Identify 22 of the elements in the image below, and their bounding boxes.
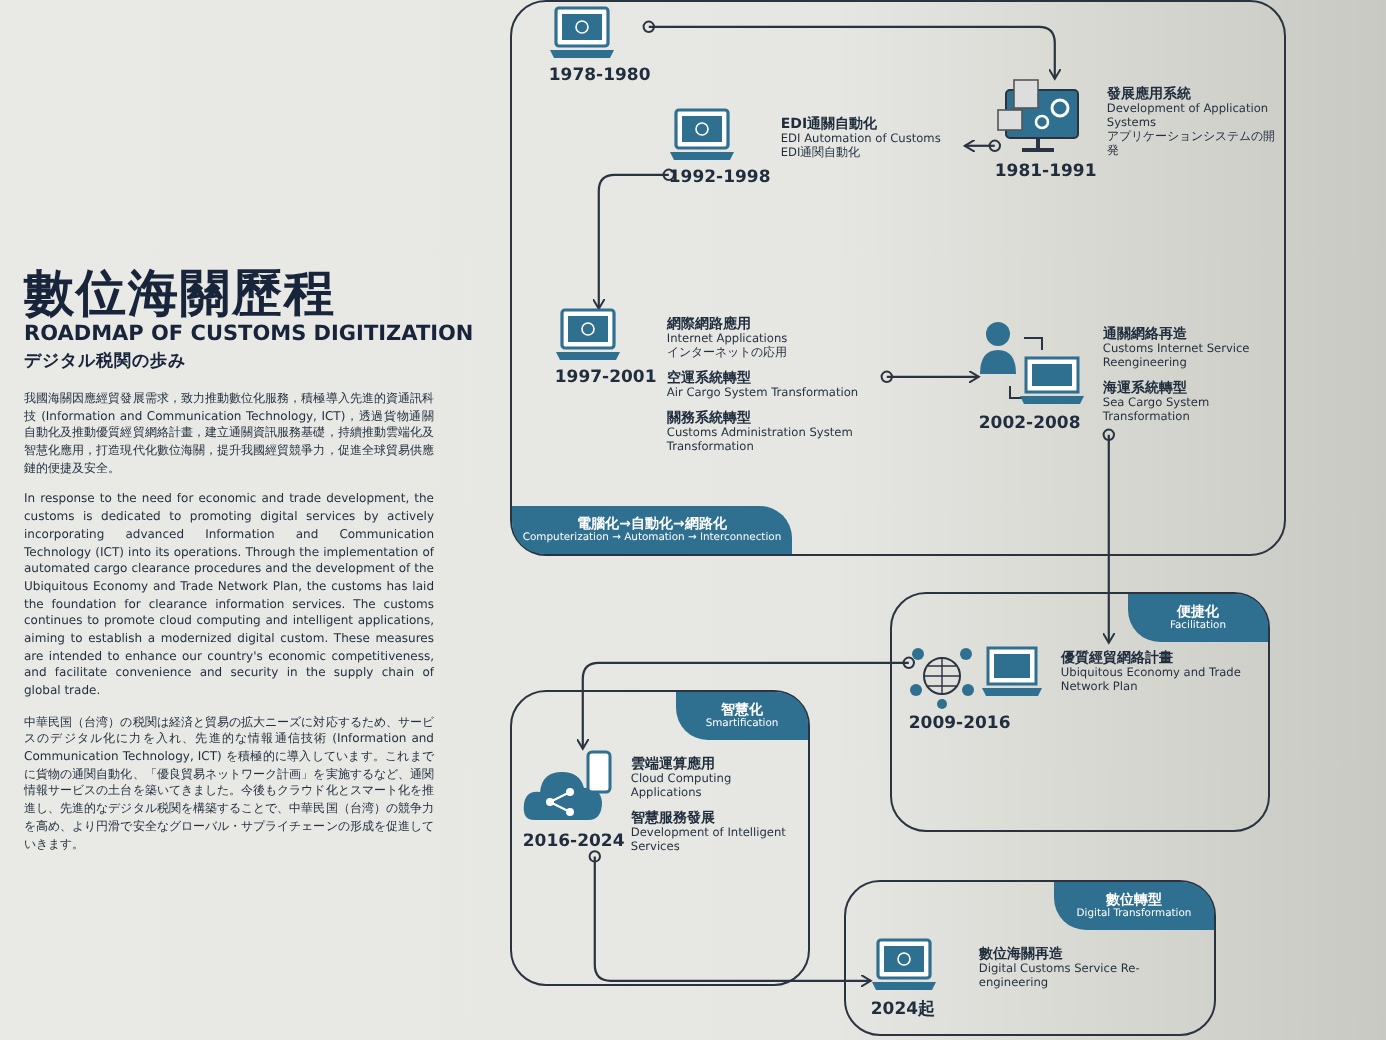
connector-arrow bbox=[963, 138, 1001, 153]
title: 數位海關歷程 bbox=[24, 262, 336, 324]
timeline-panel bbox=[510, 0, 1286, 556]
year-label: 1997-2001 bbox=[554, 368, 657, 389]
connector-arrow bbox=[591, 168, 675, 310]
connector-arrow bbox=[1101, 428, 1116, 644]
connector-arrow bbox=[880, 369, 980, 384]
year-label: 2002-2008 bbox=[978, 414, 1081, 435]
subtitle: ROADMAP OF CUSTOMS DIGITIZATION bbox=[24, 322, 474, 346]
subtitle: デジタル税関の歩み bbox=[24, 350, 186, 374]
timeline-panel bbox=[510, 690, 810, 986]
timeline-panel bbox=[890, 592, 1270, 832]
year-label: 1978-1980 bbox=[548, 66, 651, 87]
year-label: 1992-1998 bbox=[668, 168, 771, 189]
year-label: 2024起 bbox=[870, 998, 937, 1023]
connector-arrow bbox=[575, 656, 915, 750]
year-label: 2016-2024 bbox=[522, 832, 625, 853]
connector-arrow bbox=[588, 850, 872, 988]
year-label: 2009-2016 bbox=[908, 714, 1011, 735]
timeline-panel bbox=[844, 880, 1216, 1036]
connector-arrow bbox=[642, 20, 1062, 80]
year-label: 1981-1991 bbox=[994, 162, 1097, 183]
